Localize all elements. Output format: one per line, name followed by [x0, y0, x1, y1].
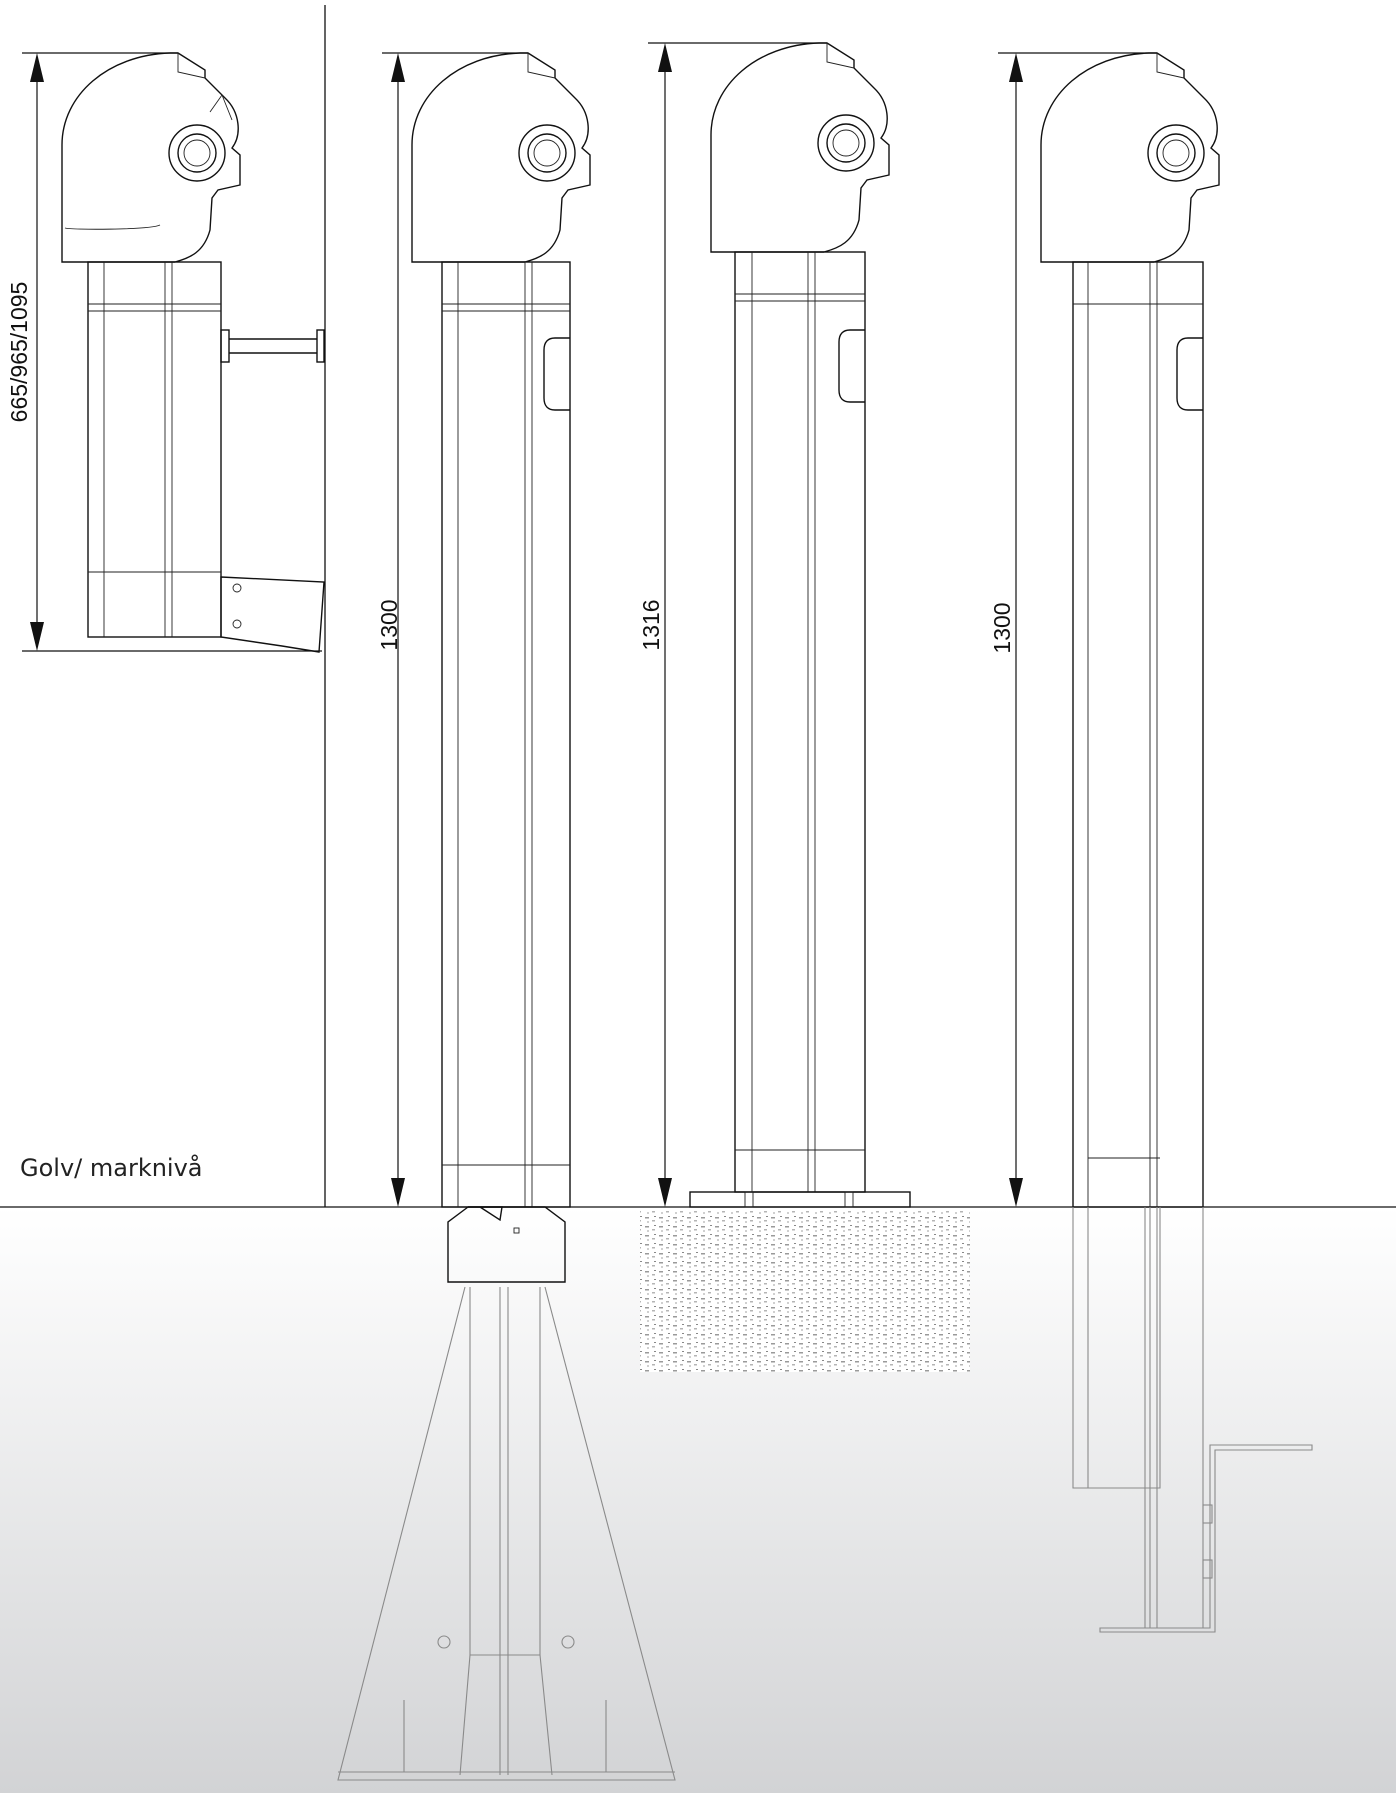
- post-cast-base-unit: [337, 52, 676, 1781]
- dimension-label-ground-bracket: 1300: [989, 602, 1015, 653]
- floor-level-label: Golv/ marknivå: [20, 1154, 203, 1182]
- gravel-fill: [640, 1210, 970, 1372]
- dimension-post-ground-bracket: 1300: [989, 52, 1157, 1207]
- dimension-post-cast-base: 1300: [376, 52, 528, 1207]
- dimension-label-cast-base: 1300: [376, 599, 402, 650]
- wall-mounted-unit: [61, 52, 325, 653]
- dimension-post-plate-base: 1316: [638, 42, 827, 1207]
- dimension-wall-mounted: 665/965/1095: [6, 52, 322, 652]
- post-ground-bracket-unit: [1040, 52, 1313, 1633]
- dimension-label-plate-base: 1316: [638, 599, 664, 650]
- dimension-label-wall-mounted: 665/965/1095: [6, 282, 32, 423]
- post-plate-base-unit: [640, 42, 970, 1372]
